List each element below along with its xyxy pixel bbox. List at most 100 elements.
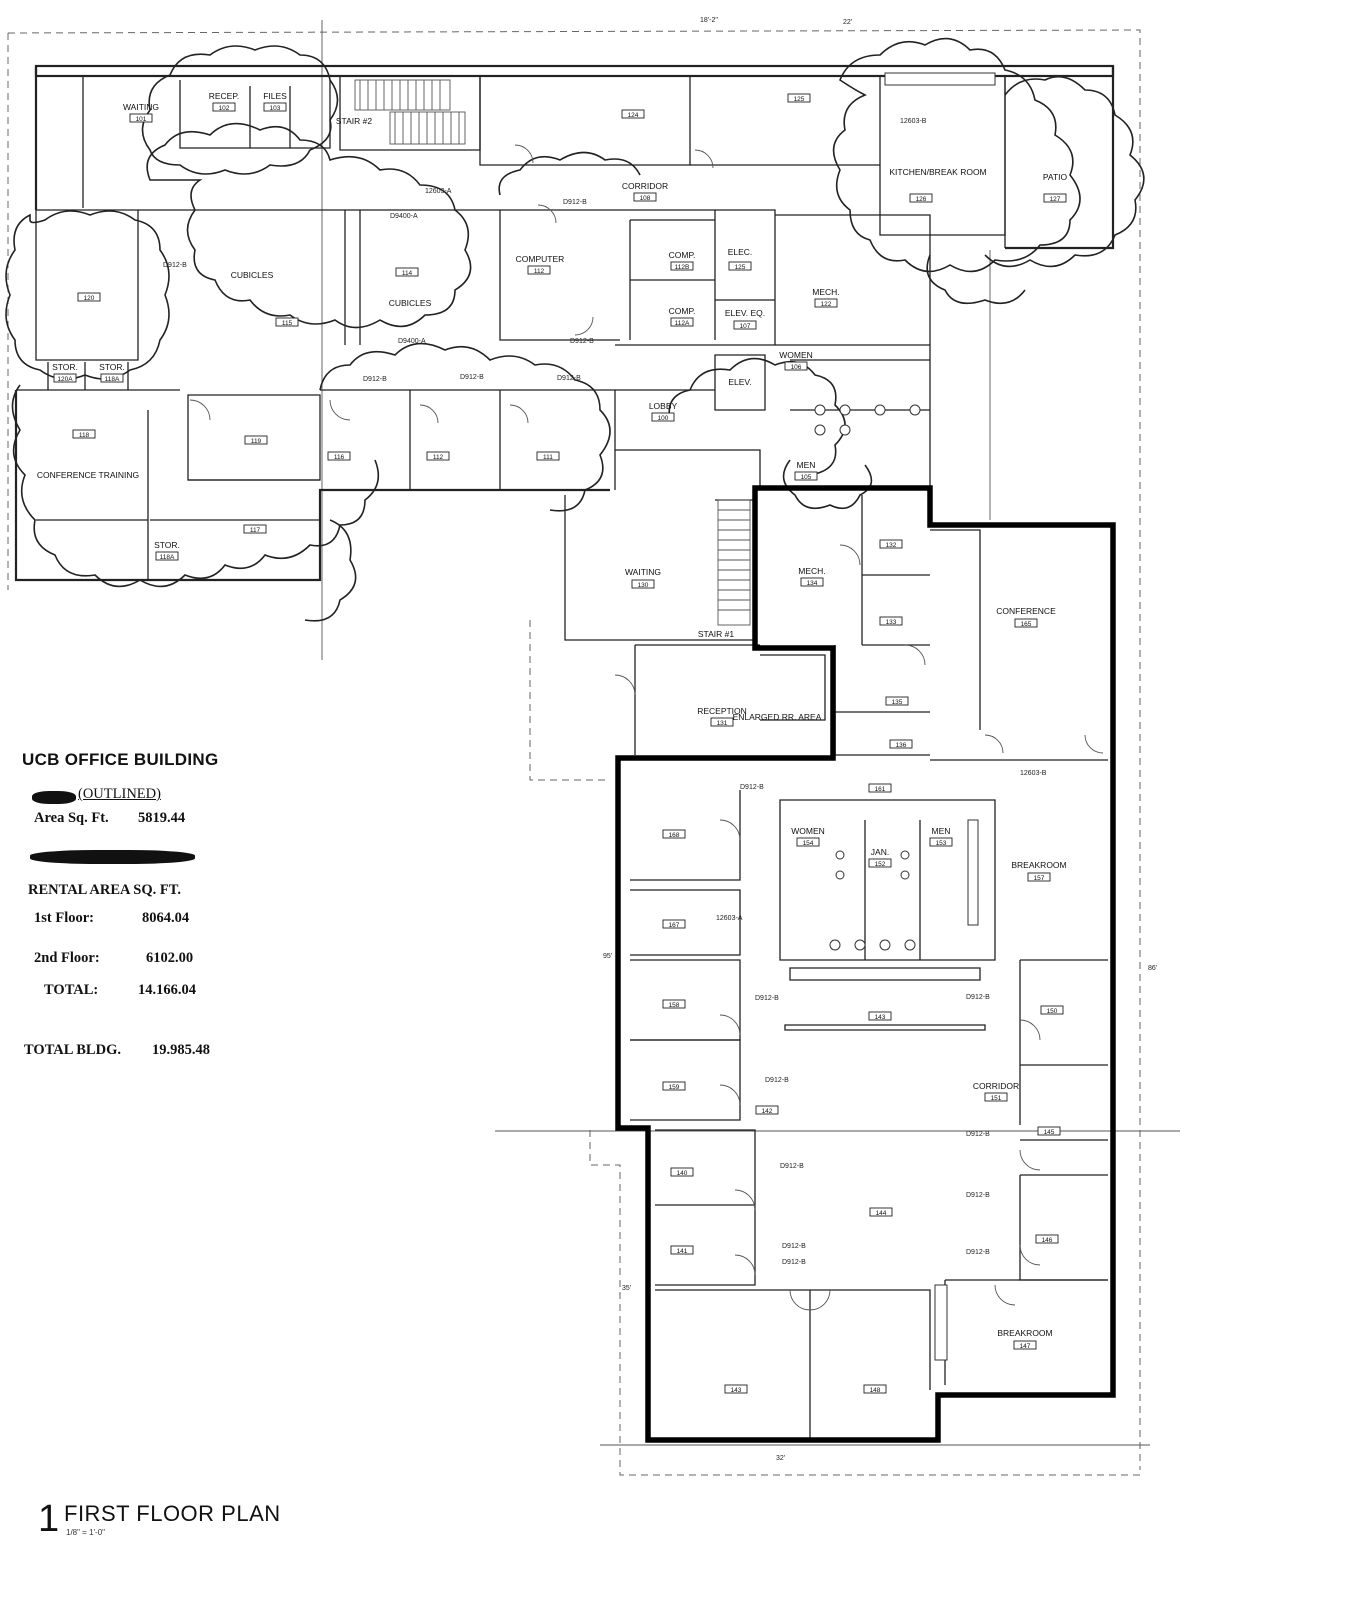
room-number-tag — [885, 696, 909, 706]
rooms-r159-num: 159 — [669, 1084, 680, 1091]
room-number-tag — [129, 113, 153, 123]
dim-top-a: 18'-2" — [700, 17, 718, 24]
room-number-tag — [212, 102, 236, 112]
room-number-tag — [621, 109, 645, 119]
rooms-comp-a-label: COMP. — [669, 306, 696, 316]
rooms-reception-label: RECEPTION — [697, 706, 747, 716]
redaction-mark — [32, 791, 76, 804]
room-number-tag — [728, 261, 752, 271]
door-tags-d7: D912-B — [460, 374, 484, 381]
rooms-recep-num: 102 — [219, 105, 230, 112]
room-number-tag — [651, 412, 675, 422]
door-tags-d10: 12603-A — [425, 188, 452, 195]
rooms-recep-label: RECEP. — [209, 91, 240, 101]
room-number-tag — [1043, 193, 1067, 203]
rooms-r136-num: 136 — [896, 742, 907, 749]
leased-area-outline — [615, 485, 1116, 1443]
room-label-waiting: WAITING — [123, 102, 159, 112]
rooms-lobby-num: 100 — [658, 415, 669, 422]
room-number-tag — [662, 919, 686, 929]
door-tags-d18: D912-B — [782, 1243, 806, 1250]
rooms-kitchen-label: KITCHEN/BREAK ROOM — [889, 167, 986, 177]
rooms-r133-num: 133 — [886, 619, 897, 626]
door-tags-d20: D912-B — [966, 1249, 990, 1256]
rooms-reception-num: 131 — [717, 720, 728, 727]
room-number-tag — [814, 298, 838, 308]
rooms-r145-num: 145 — [1044, 1129, 1055, 1136]
room-number-tag — [631, 579, 655, 589]
room-number-tag — [53, 373, 77, 383]
rooms-breakroom-low-num: 147 — [1020, 1343, 1031, 1350]
rooms-waiting-mid-label: WAITING — [625, 567, 661, 577]
rooms-elec-num: 125 — [735, 264, 746, 271]
rooms-stor-b-label: STOR. — [99, 362, 125, 372]
room-number-tag — [536, 451, 560, 461]
room-number-tag — [155, 551, 179, 561]
rooms-women-low-label: WOMEN — [791, 826, 825, 836]
rooms-files-num: 103 — [270, 105, 281, 112]
room-number-tag — [1014, 618, 1038, 628]
rooms-r125-num: 125 — [794, 96, 805, 103]
rooms-waiting-mid-num: 130 — [638, 582, 649, 589]
room-number-tag — [670, 317, 694, 327]
rooms-stor-a-num: 120A — [57, 376, 73, 383]
rooms-stor-b-num: 118A — [105, 376, 120, 383]
rooms-conference-label: CONFERENCE — [996, 606, 1056, 616]
room-number-tag — [784, 361, 808, 371]
room-number-tag — [868, 1011, 892, 1021]
rooms-stor-c-num: 118A — [160, 554, 175, 561]
rooms-cubicles2-label: CUBICLES — [389, 298, 432, 308]
door-tags-d4: D9400-A — [398, 338, 426, 345]
door-tags-d21: D912-B — [966, 1131, 990, 1138]
rooms-women-top-label: WOMEN — [779, 350, 813, 360]
rooms-comp-b-label: COMP. — [669, 250, 696, 260]
rooms-breakroom-low-label: BREAKROOM — [997, 1328, 1052, 1338]
room-number-tag — [670, 1245, 694, 1255]
rooms-conf-training-num: 118 — [79, 432, 90, 439]
rooms-corridor-low-label: CORRIDOR — [973, 1081, 1019, 1091]
door-tags-d17: D912-B — [966, 1192, 990, 1199]
door-tags-d5: D912-B — [570, 338, 594, 345]
room-number-tag — [710, 717, 734, 727]
rooms-men-top-num: 105 — [801, 474, 812, 481]
revision-clouds — [5, 37, 1145, 622]
rooms-stair2-label: STAIR #2 — [336, 116, 372, 126]
room-number-tag — [800, 577, 824, 587]
room-number-tag — [1013, 1340, 1037, 1350]
door-swings — [189, 144, 1104, 1311]
rooms-r111-num: 111 — [543, 454, 553, 461]
rooms-waiting-top-num: 101 — [136, 116, 147, 123]
rental-header: RENTAL AREA SQ. FT. — [28, 882, 181, 898]
rooms-r120-num: 120 — [84, 295, 95, 302]
rooms-cubicles1-num: 115 — [282, 320, 293, 327]
rooms-mech-mid-num: 134 — [807, 580, 818, 587]
rooms-elev-eq-label: ELEV. EQ. — [725, 308, 765, 318]
rooms-stair1-label: STAIR #1 — [698, 629, 734, 639]
rooms-elev-label: ELEV. — [728, 377, 751, 387]
rooms-cubicles2-num: 114 — [402, 270, 413, 277]
property-lines — [7, 20, 1180, 1476]
rooms-r167-num: 167 — [669, 922, 680, 929]
rooms-conf-training-label: CONFERENCE TRAINING — [37, 470, 139, 480]
rooms-kitchen-num: 126 — [916, 196, 927, 203]
room-number-tag — [1035, 1234, 1059, 1244]
room-number-tag — [244, 435, 268, 445]
rooms-elev-eq-num: 107 — [740, 323, 751, 330]
room-number-tag — [909, 193, 933, 203]
rooms-r142-num: 142 — [762, 1108, 773, 1115]
top-wing-walls — [14, 64, 1115, 582]
rooms-r143-num: 143 — [875, 1014, 886, 1021]
rooms-files-label: FILES — [263, 91, 287, 101]
rooms-r161-num: 161 — [875, 786, 886, 793]
rooms-r117-num: 117 — [250, 527, 261, 534]
rooms-stor-a-label: STOR. — [52, 362, 78, 372]
dim-bottom: 32' — [776, 1455, 785, 1462]
rooms-mech-top-num: 122 — [821, 301, 832, 308]
room-number-tag — [327, 451, 351, 461]
dim-right: 86' — [1148, 965, 1157, 972]
rooms-patio-num: 127 — [1050, 196, 1061, 203]
total-label: TOTAL: — [44, 982, 99, 998]
rooms-mech-mid-label: MECH. — [798, 566, 825, 576]
room-number-tag — [263, 102, 287, 112]
room-number-tag — [929, 837, 953, 847]
